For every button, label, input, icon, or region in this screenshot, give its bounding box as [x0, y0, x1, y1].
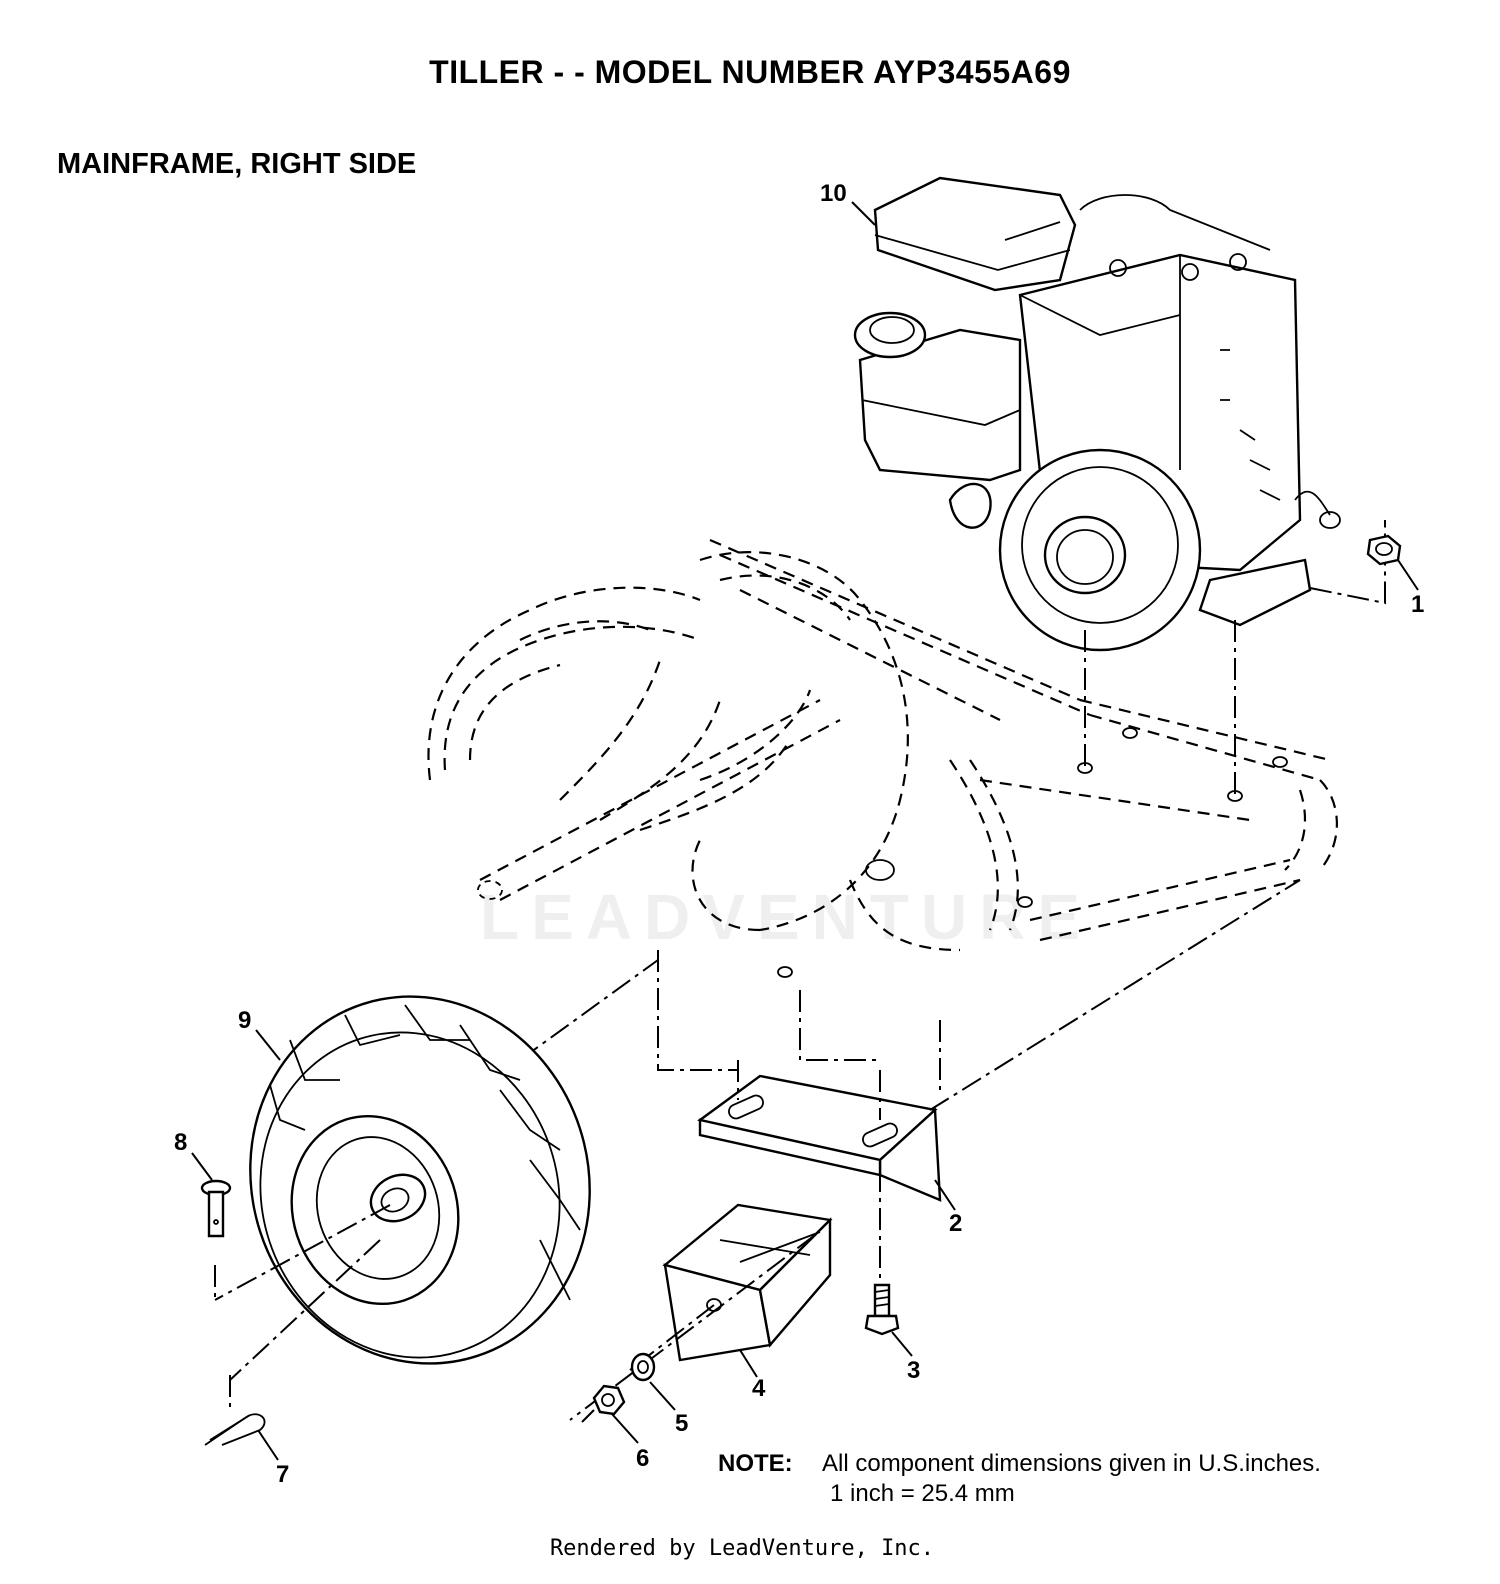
callout-6: 6: [636, 1445, 649, 1472]
callout-8: 8: [174, 1129, 187, 1156]
bracket-part-2: [697, 1074, 942, 1202]
wheel-tire-part-9: [249, 995, 591, 1365]
callout-4: 4: [752, 1375, 766, 1402]
clevis-pin-part-8: [200, 1179, 232, 1238]
page-title: TILLER - - MODEL NUMBER AYP3455A69: [429, 54, 1071, 90]
hex-nut-part-6: [592, 1384, 626, 1416]
note-line-2: 1 inch = 25.4 mm: [830, 1480, 1015, 1507]
flange-nut-part-1: [1366, 534, 1402, 566]
lock-washer-part-5: [630, 1352, 656, 1382]
callout-3: 3: [907, 1357, 920, 1384]
bolt-part-3: [864, 1283, 900, 1336]
footer-credit: Rendered by LeadVenture, Inc.: [549, 1536, 935, 1561]
callout-5: 5: [675, 1410, 688, 1437]
callout-leaders: [191, 201, 1419, 1461]
section-subtitle: MAINFRAME, RIGHT SIDE: [57, 148, 417, 180]
callout-10: 10: [820, 180, 847, 207]
note-line-1: All component dimensions given in U.S.in…: [822, 1450, 1321, 1477]
callout-2: 2: [949, 1210, 962, 1237]
callout-9: 9: [238, 1007, 251, 1034]
hairpin-clip-part-7: [204, 1413, 266, 1446]
engine-part-10: [853, 176, 1341, 652]
callout-1: 1: [1411, 591, 1424, 618]
callout-7: 7: [276, 1461, 289, 1488]
dimension-note: NOTE: All component dimensions given in U…: [718, 1450, 1321, 1478]
wheel-weight-part-4: [662, 1203, 833, 1362]
mainframe-dashed-outline: [427, 538, 1339, 978]
note-label: NOTE:: [718, 1450, 793, 1477]
watermark-text: LEADVENTURE: [480, 881, 1093, 953]
